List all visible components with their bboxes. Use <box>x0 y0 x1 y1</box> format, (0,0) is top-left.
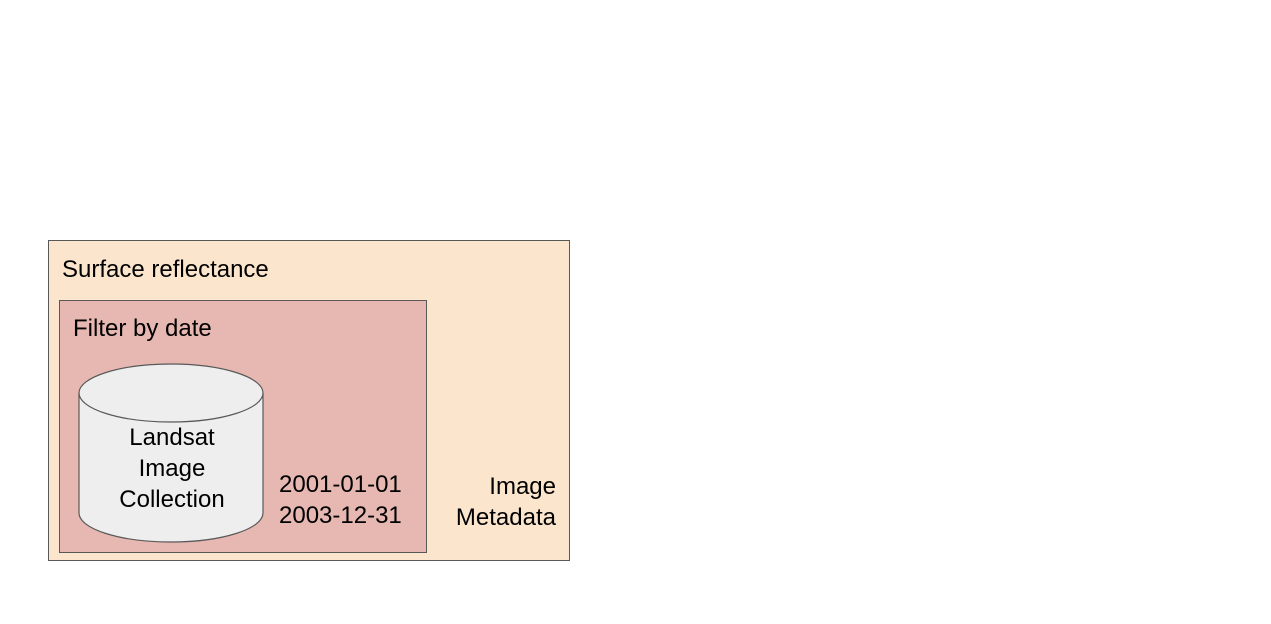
surface-reflectance-title: Surface reflectance <box>62 256 269 283</box>
database-cylinder-icon <box>78 363 264 543</box>
metadata-line: Image <box>489 473 556 500</box>
landsat-collection-cylinder: Landsat Image Collection <box>78 363 266 543</box>
image-metadata-label: Image Metadata <box>456 471 556 533</box>
metadata-line: Metadata <box>455 504 556 531</box>
date-range: 2001-01-01 2003-12-31 <box>279 469 402 531</box>
collection-label-line: Landsat <box>129 424 215 451</box>
surface-reflectance-box: Surface reflectance Filter by date Lands… <box>48 240 570 561</box>
collection-label-line: Image <box>138 455 206 482</box>
start-date: 2001-01-01 <box>279 471 402 498</box>
filter-by-date-title: Filter by date <box>73 315 212 342</box>
filter-by-date-box: Filter by date Landsat Image Collection … <box>59 300 427 553</box>
end-date: 2003-12-31 <box>279 502 402 529</box>
collection-label-line: Collection <box>119 486 225 513</box>
collection-label: Landsat Image Collection <box>78 422 266 515</box>
